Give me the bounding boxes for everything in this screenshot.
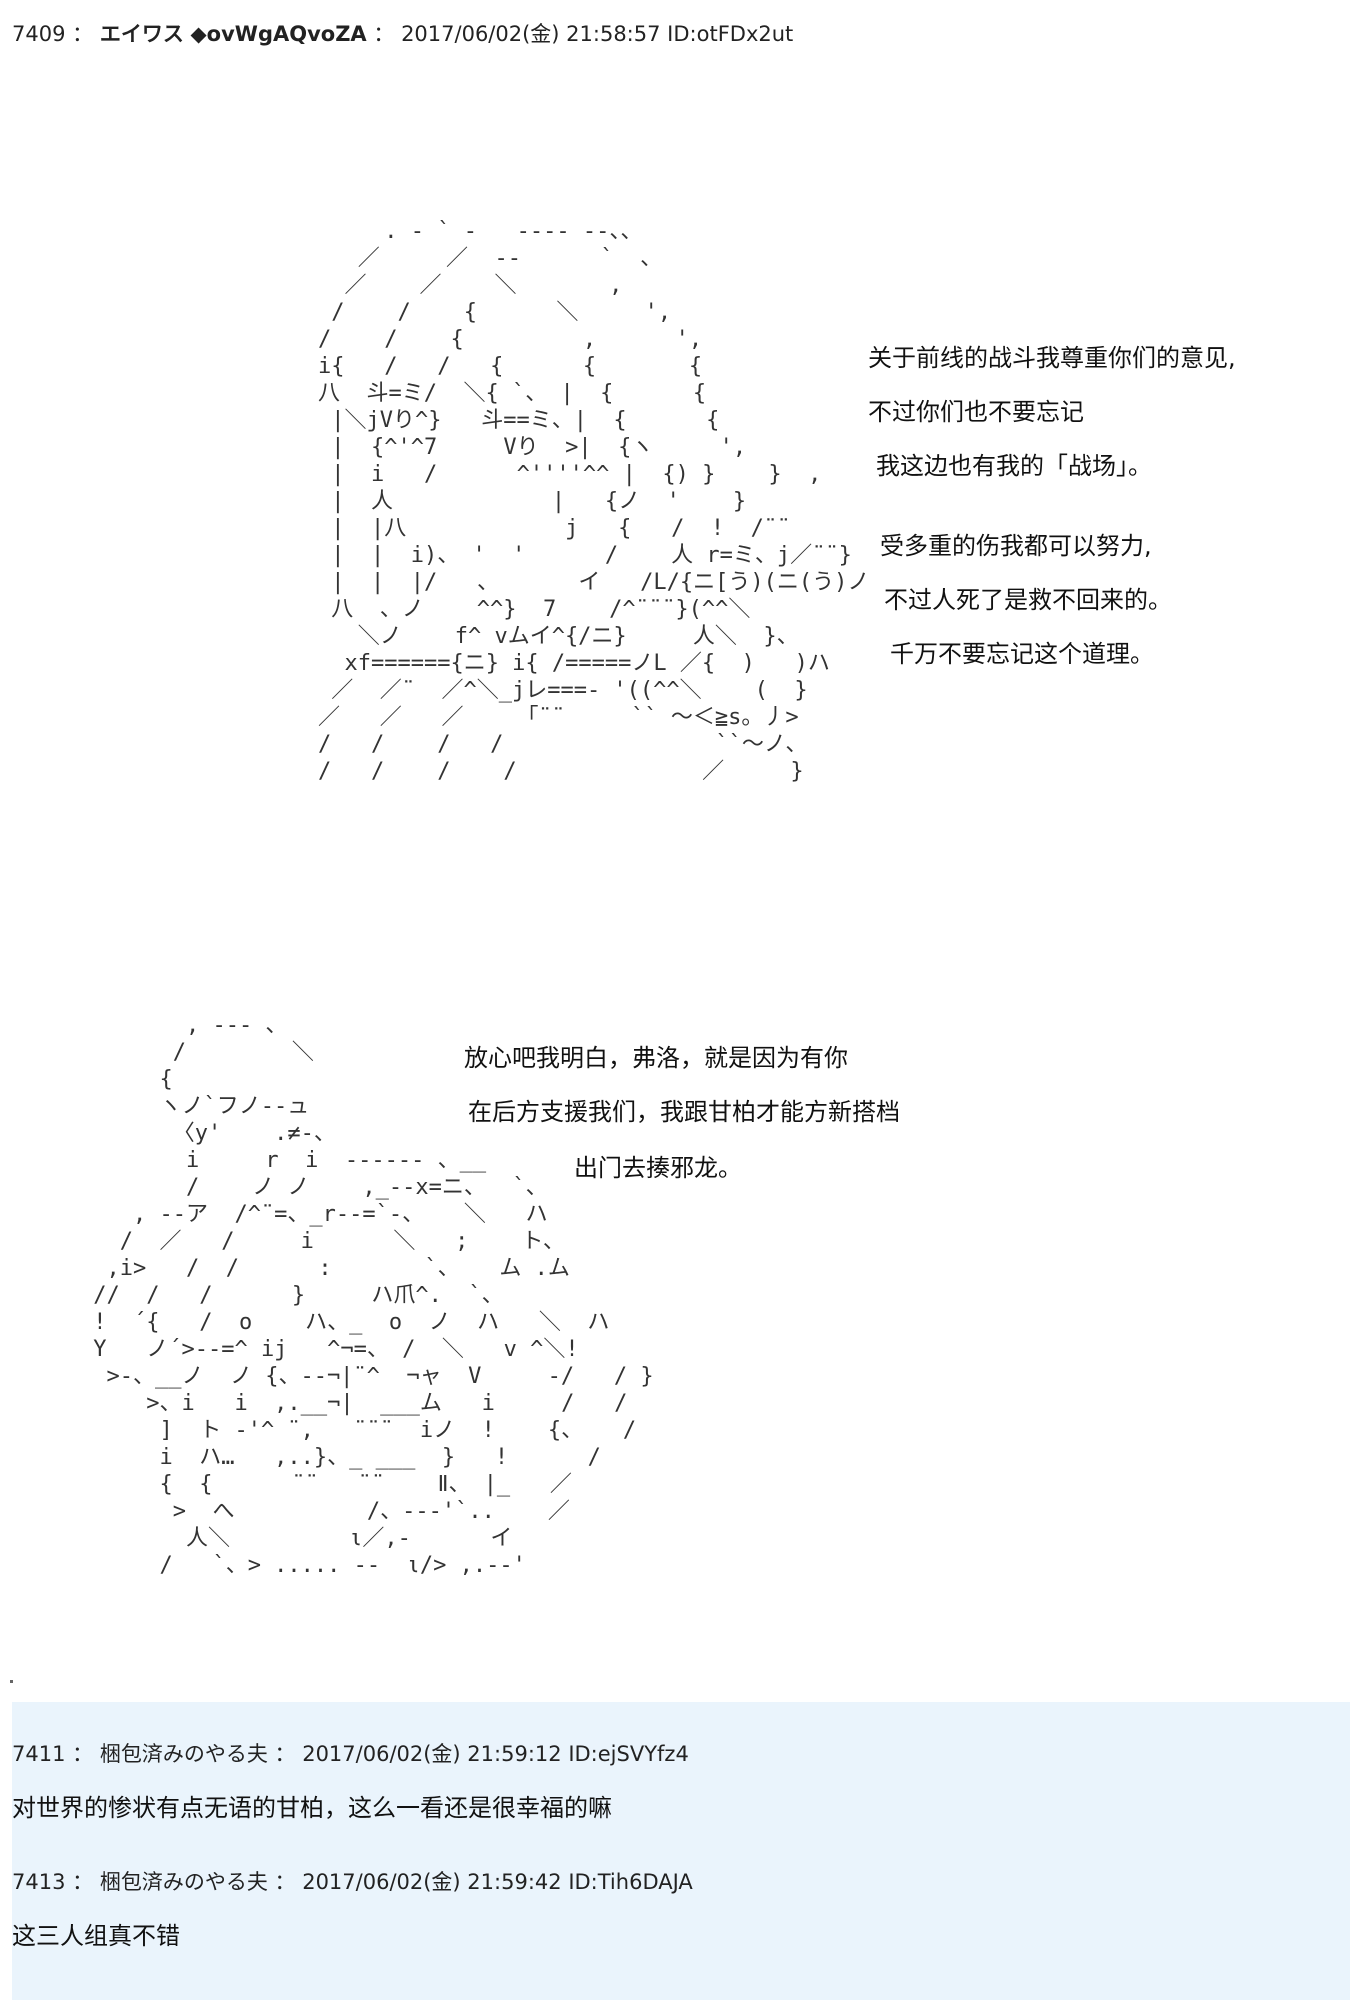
reply-id[interactable]: ID:ejSVYfz4 — [568, 1742, 689, 1766]
dialogue-line: 出门去揍邪龙。 — [574, 1154, 742, 1182]
reply-id[interactable]: ID:Tih6DAJA — [568, 1870, 693, 1894]
reply-header: 7411 ： 梱包済みのやる夫 ： 2017/06/02(金) 21:59:12… — [12, 1742, 689, 1766]
dialogue-line: 受多重的伤我都可以努力, — [880, 532, 1152, 560]
dialogue-line: 我这边也有我的「战场」。 — [876, 452, 1152, 480]
dialogue-line: 不过你们也不要忘记 — [868, 398, 1084, 426]
dialogue-line: 放心吧我明白，弗洛，就是因为有你 — [464, 1044, 848, 1072]
dialogue-line: 不过人死了是救不回来的。 — [884, 586, 1172, 614]
reply-area: 7411 ： 梱包済みのやる夫 ： 2017/06/02(金) 21:59:12… — [12, 1702, 1350, 2000]
reply-date: 2017/06/02(金) 21:59:12 — [302, 1742, 562, 1766]
post-id[interactable]: ID:otFDx2ut — [667, 22, 794, 46]
post-header: 7409 ： エイワス ◆ovWgAQvoZA ： 2017/06/02(金) … — [12, 22, 794, 46]
ascii-art-girl: . - ` ‐ ‐‐‐‐ ‐‐、、 ／ ／ ‐‐ ` 、 ／ ／ ＼ , / /… — [318, 219, 870, 784]
reply-name: 梱包済みのやる夫 — [99, 1870, 268, 1894]
reply-name: 梱包済みのやる夫 — [99, 1742, 268, 1766]
poster-name: エイワス — [99, 22, 184, 46]
poster-trip: ◆ovWgAQvoZA — [190, 22, 367, 46]
reply-body: 这三人组真不错 — [12, 1922, 180, 1950]
post-date: 2017/06/02(金) 21:58:57 — [401, 22, 661, 46]
reply-body: 对世界的惨状有点无语的甘柏，这么一看还是很幸福的嘛 — [12, 1794, 612, 1822]
reply-date: 2017/06/02(金) 21:59:42 — [302, 1870, 562, 1894]
dialogue-line: 千万不要忘记这个道理。 — [890, 640, 1154, 668]
ascii-art-muscle: , -‐- 、 / ＼ { ヽノ`フノ‐-ュ 〈y' .≠-、 i r i --… — [80, 1013, 654, 1578]
dialogue-line: 在后方支援我们，我跟甘柏才能方新搭档 — [468, 1098, 900, 1126]
reply-number[interactable]: 7413 — [12, 1870, 66, 1894]
reply-header: 7413 ： 梱包済みのやる夫 ： 2017/06/02(金) 21:59:42… — [12, 1870, 693, 1894]
reply-number[interactable]: 7411 — [12, 1742, 66, 1766]
dialogue-line: 关于前线的战斗我尊重你们的意见, — [868, 344, 1236, 372]
separator-dot — [10, 1680, 13, 1683]
post-number[interactable]: 7409 — [12, 22, 66, 46]
